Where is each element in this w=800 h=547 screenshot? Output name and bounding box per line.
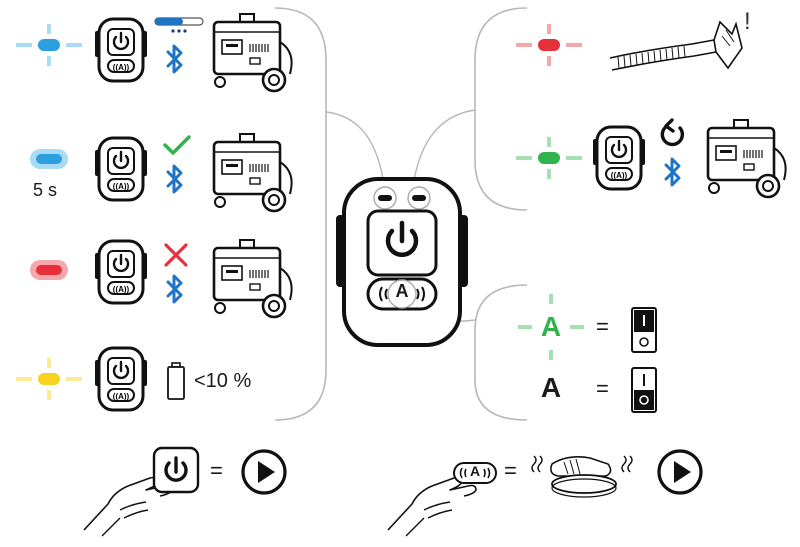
led-red-steady-icon — [28, 258, 70, 282]
power-button-icon[interactable] — [152, 446, 200, 494]
hand-pressing-icon — [384, 440, 494, 540]
play-icon — [240, 448, 288, 496]
equals-sign: = — [596, 314, 609, 339]
vacuum-extractor-icon — [206, 132, 298, 214]
remote-small-icon: ((A)) — [94, 239, 148, 305]
bluetooth-icon — [164, 44, 186, 74]
battery-low-icon — [166, 361, 186, 401]
auto-button-label: A — [395, 281, 409, 301]
remote-small-icon: ((A)) — [592, 125, 646, 191]
duration-label: 5 s — [33, 180, 58, 200]
led-yellow-blinking-icon — [14, 356, 84, 402]
vacuum-extractor-icon — [206, 12, 298, 94]
auto-led-green-rays — [516, 292, 586, 362]
svg-text:((A)): ((A)) — [113, 63, 130, 72]
svg-text:((A)): ((A)) — [113, 392, 130, 401]
checkmark-icon — [162, 134, 192, 156]
remote-small-icon: ((A)) — [94, 136, 148, 202]
led-green-blinking-icon — [514, 135, 584, 181]
equals-sign: = — [210, 458, 223, 483]
warning-mark: ! — [744, 8, 751, 35]
reset-icon — [658, 118, 688, 150]
bluetooth-icon — [164, 164, 186, 194]
sander-tool-icon — [528, 444, 640, 502]
auto-symbol-black: A — [540, 372, 562, 403]
led-red-blinking-icon — [514, 22, 584, 68]
bluetooth-icon — [662, 157, 684, 187]
suction-hose-icon — [606, 14, 756, 76]
svg-text:((A)): ((A)) — [611, 171, 628, 180]
svg-text:((A)): ((A)) — [113, 285, 130, 294]
battery-level-label: <10 % — [194, 370, 252, 392]
remote-control-large — [334, 173, 470, 351]
equals-sign: = — [504, 458, 517, 483]
vacuum-extractor-icon — [206, 238, 298, 320]
switch-on-icon — [630, 306, 658, 354]
remote-small-icon: ((A)) — [94, 17, 148, 83]
auto-button-label: A — [469, 463, 481, 479]
play-icon — [656, 448, 704, 496]
auto-symbol-green: A — [540, 311, 562, 342]
equals-sign: = — [596, 376, 609, 401]
svg-text:((A)): ((A)) — [113, 182, 130, 191]
switch-off-icon — [630, 366, 658, 414]
led-blue-steady-icon — [28, 147, 70, 171]
pairing-progress-icon — [154, 16, 206, 34]
vacuum-extractor-icon — [700, 118, 792, 200]
bluetooth-icon — [164, 274, 186, 304]
auto-button-icon[interactable] — [452, 461, 498, 485]
remote-small-icon: ((A)) — [94, 346, 148, 412]
cross-icon — [162, 241, 190, 269]
led-blue-blinking-icon — [14, 22, 84, 68]
